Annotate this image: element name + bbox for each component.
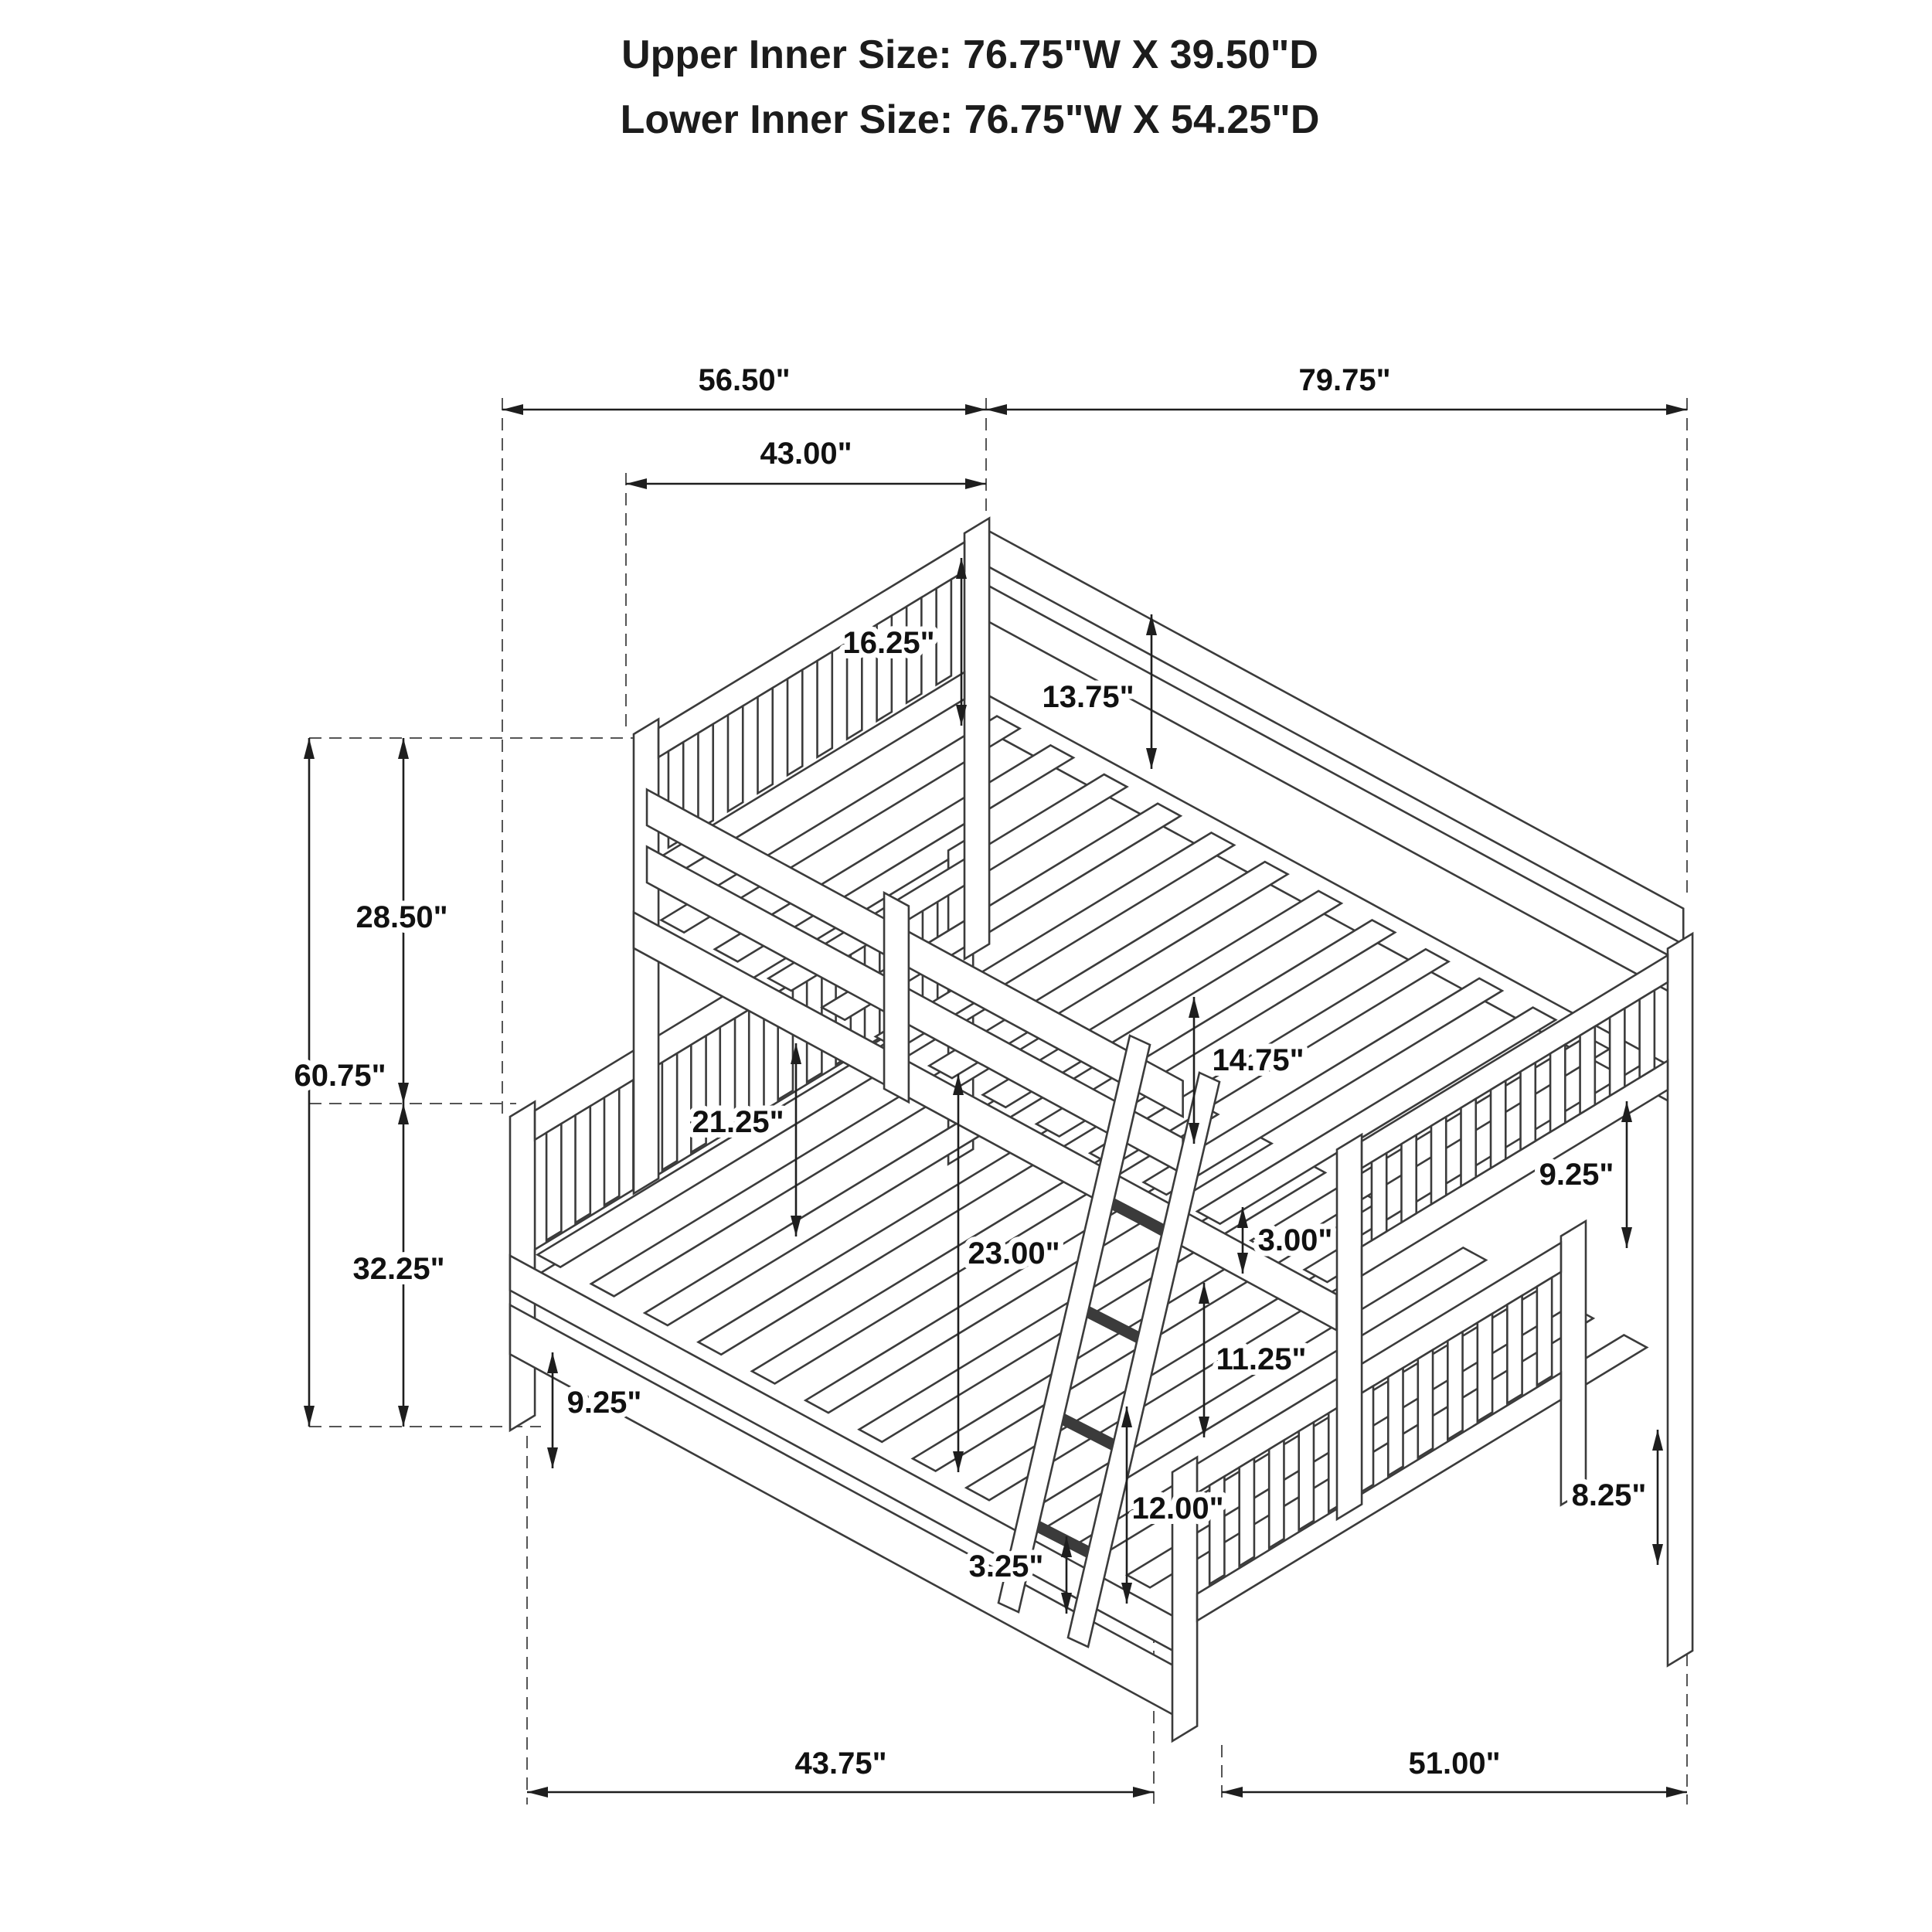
dimension-labels: 56.50" 79.75" 43.00" 16.25" 13.75" 28.50… [288, 358, 1651, 1786]
extension-lines [309, 398, 1688, 1804]
dim-lower-side-rail-height: 9.25" [567, 1386, 642, 1420]
ladder-rail [997, 1034, 1151, 1614]
dim-overall-length: 79.75" [1298, 363, 1390, 397]
dim-bottom-rail-clearance: 3.25" [969, 1549, 1044, 1583]
ladder-rung [1100, 1193, 1175, 1240]
dim-upper-footboard-height: 9.25" [1539, 1158, 1614, 1192]
upper-footboard [1337, 934, 1692, 1867]
dim-lower-bunk-floor-width: 43.75" [794, 1747, 886, 1781]
dim-guardrail-gap: 3.00" [1258, 1223, 1333, 1257]
dim-ladder-bottom-rung-height: 12.00" [1131, 1492, 1223, 1526]
upper-guardrail [634, 757, 1337, 1335]
dim-lower-section-height: 32.25" [352, 1252, 444, 1286]
lower-footboard [1172, 1221, 1586, 1741]
dim-lower-footboard-height: 8.25" [1572, 1478, 1647, 1512]
dimension-lines [304, 404, 1687, 1798]
upper-inner-size-text: Upper Inner Size: 76.75"W X 39.50"D [621, 32, 1318, 77]
dim-upper-side-rail-height: 13.75" [1042, 680, 1134, 714]
dim-lower-headboard-height: 21.25" [692, 1105, 784, 1139]
dim-overall-height: 60.75" [294, 1059, 386, 1093]
ladder-rung [1075, 1301, 1151, 1348]
bunk-bed-drawing [510, 519, 1692, 1867]
dim-upper-bunk-depth: 56.50" [698, 363, 790, 397]
lower-inner-size-text: Lower Inner Size: 76.75"W X 54.25"D [621, 97, 1320, 142]
dim-bunk-clearance: 23.00" [968, 1236, 1060, 1270]
dim-upper-section-height: 28.50" [355, 900, 447, 934]
dim-lower-bunk-floor-depth: 51.00" [1408, 1747, 1500, 1781]
dim-upper-headboard-height: 16.25" [842, 626, 934, 660]
dim-guardrail-height: 14.75" [1212, 1043, 1304, 1077]
ladder-rung [1050, 1409, 1126, 1455]
ladder-rail [1066, 1071, 1221, 1648]
dim-upper-headboard-width: 43.00" [760, 437, 852, 471]
dim-ladder-rung-spacing: 11.25" [1216, 1342, 1307, 1376]
